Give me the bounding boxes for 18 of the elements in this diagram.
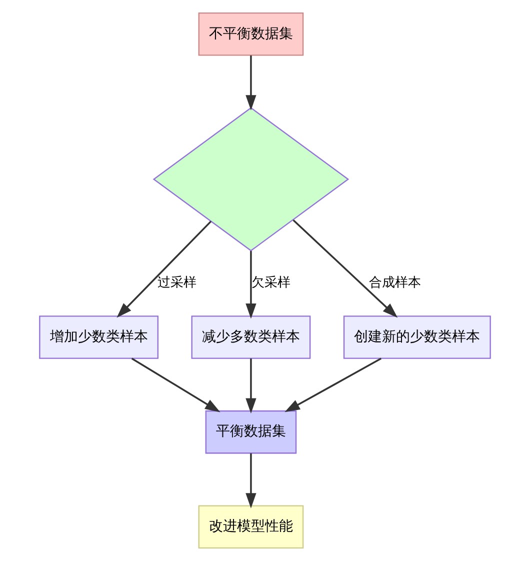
arrow (245, 250, 256, 319)
arrow (245, 358, 256, 414)
arrow (245, 55, 256, 110)
edge-label: 合成样本 (368, 276, 420, 291)
arrow (116, 220, 212, 318)
arrow (130, 358, 220, 412)
node-box: 减少多数类样本 (190, 316, 310, 359)
arrow (245, 453, 256, 508)
edge-label: 过采样 (157, 276, 196, 291)
node-box: 增加少数类样本 (38, 316, 158, 359)
node-box: 平衡数据集 (204, 410, 296, 454)
node-diamond (152, 107, 349, 252)
node-box: 不平衡数据集 (198, 12, 304, 56)
edge-label: 欠采样 (250, 276, 290, 291)
node-box: 改进模型性能 (198, 505, 304, 549)
node-box: 创建新的少数类样本 (342, 316, 490, 359)
arrow (292, 219, 398, 318)
arrow (284, 358, 382, 412)
